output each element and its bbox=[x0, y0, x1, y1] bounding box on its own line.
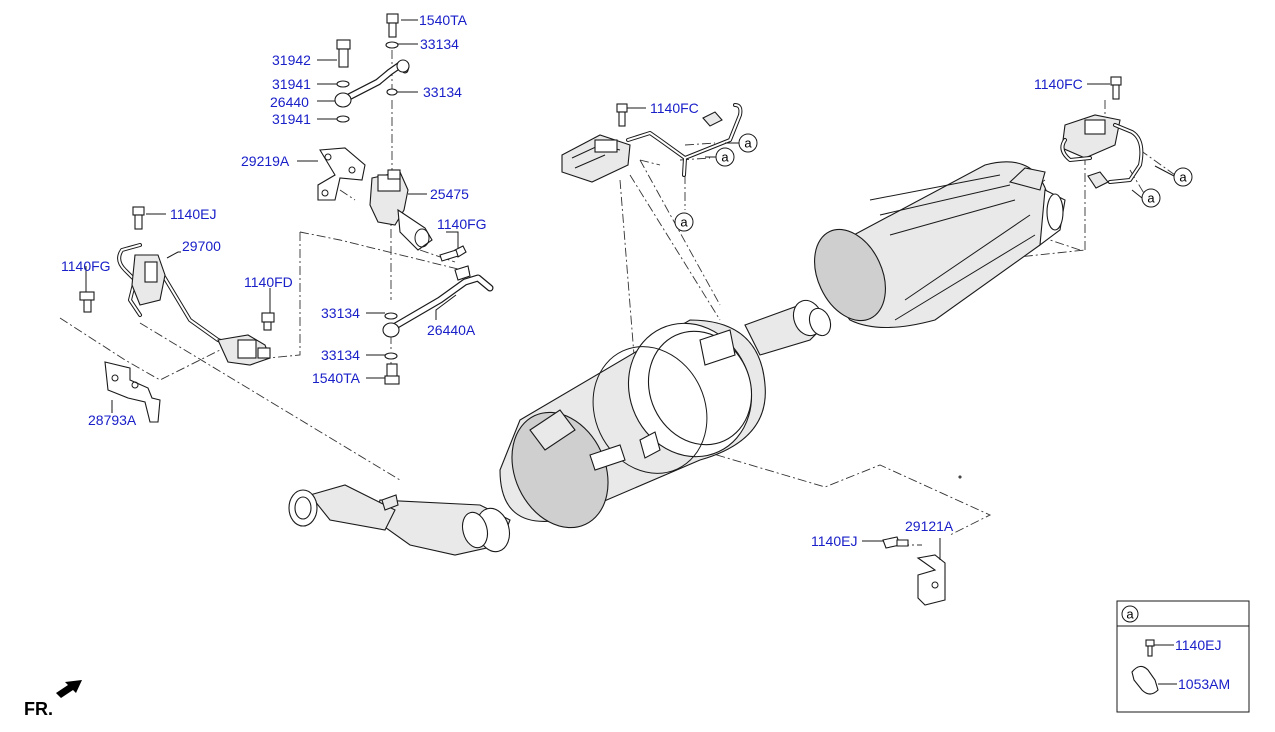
callout-33134-a: 33134 bbox=[420, 36, 459, 52]
bolt-icon bbox=[336, 39, 351, 50]
callout-29700: 29700 bbox=[182, 238, 221, 254]
callout-1140fd: 1140FD bbox=[244, 274, 293, 290]
legend-ref-circle-icon bbox=[1121, 605, 1139, 623]
legend-item-1053am: 1053AM bbox=[1178, 676, 1230, 692]
front-arrow-icon bbox=[56, 680, 82, 698]
sensor-probe bbox=[702, 111, 723, 127]
banjo-fitting bbox=[334, 92, 352, 108]
callout-28793a: 28793A bbox=[88, 412, 137, 428]
bracket-29121a bbox=[916, 554, 946, 606]
front-direction-indicator: FR. bbox=[24, 680, 82, 719]
washer-icon bbox=[336, 115, 350, 123]
center-sensor bbox=[561, 103, 743, 183]
callout-1140ej-left: 1140EJ bbox=[170, 206, 216, 222]
callout-33134-b: 33134 bbox=[423, 84, 462, 100]
callout-labels: 1540TA 33134 31942 31941 26440 33134 319… bbox=[61, 12, 1083, 549]
callout-1140fg-right: 1140FG bbox=[437, 216, 487, 232]
washer-icon bbox=[336, 80, 350, 88]
bolt-icon bbox=[616, 103, 628, 113]
callout-26440a: 26440A bbox=[427, 322, 476, 338]
ref-label: a bbox=[1179, 170, 1187, 185]
upper-pipe-assembly bbox=[317, 13, 494, 385]
washer-icon bbox=[384, 312, 398, 320]
ref-markers: a a a a a bbox=[674, 133, 1193, 232]
legend-ref-label: a bbox=[1126, 607, 1134, 622]
leader-lines bbox=[85, 19, 1175, 560]
washer-icon bbox=[385, 41, 399, 49]
sensor-probe bbox=[1087, 171, 1109, 189]
callout-1140fc-center: 1140FC bbox=[650, 100, 699, 116]
callout-29121a: 29121A bbox=[905, 518, 954, 534]
callout-1540ta-top: 1540TA bbox=[419, 12, 468, 28]
washer-icon bbox=[384, 352, 398, 360]
ref-label: a bbox=[680, 215, 688, 230]
exhaust-assembly bbox=[288, 161, 1066, 556]
ref-circle-icon bbox=[715, 147, 735, 167]
bolt-icon bbox=[1110, 76, 1122, 86]
clip-icon bbox=[1131, 665, 1159, 695]
callout-33134-c: 33134 bbox=[321, 305, 360, 321]
bolt-icon bbox=[386, 13, 399, 24]
ref-label: a bbox=[721, 150, 729, 165]
callout-31941-b: 31941 bbox=[272, 111, 311, 127]
callout-29219a: 29219A bbox=[241, 153, 290, 169]
callout-25475: 25475 bbox=[430, 186, 469, 202]
ref-circle-icon bbox=[1173, 167, 1193, 187]
callout-31942: 31942 bbox=[272, 52, 311, 68]
bolt-icon bbox=[132, 206, 145, 216]
scr-end-cap bbox=[814, 228, 886, 322]
callout-1540ta-bottom: 1540TA bbox=[312, 370, 361, 386]
right-sensor bbox=[1060, 76, 1144, 189]
callout-1140ej-bottom: 1140EJ bbox=[811, 533, 857, 549]
fr-label: FR. bbox=[24, 699, 53, 719]
bracket-28793a bbox=[104, 361, 161, 423]
callout-1140fc-right: 1140FC bbox=[1034, 76, 1083, 92]
callout-33134-d: 33134 bbox=[321, 347, 360, 363]
ref-circle-icon bbox=[674, 212, 694, 232]
bracket-29121a-group bbox=[882, 536, 946, 606]
callout-1140fg-left: 1140FG bbox=[61, 258, 111, 274]
scr-outlet-port bbox=[1046, 193, 1064, 231]
legend-item-1140ej: 1140EJ bbox=[1175, 637, 1221, 653]
callout-26440: 26440 bbox=[270, 94, 309, 110]
ref-circle-icon bbox=[738, 133, 758, 153]
bolt-icon bbox=[1145, 639, 1155, 647]
ref-circle-icon bbox=[1141, 188, 1161, 208]
bolt-icon bbox=[79, 291, 95, 301]
bolt-icon bbox=[261, 312, 275, 323]
bracket-29219a bbox=[317, 147, 366, 201]
left-harness bbox=[79, 206, 275, 423]
callout-31941-a: 31941 bbox=[272, 76, 311, 92]
ref-label: a bbox=[744, 136, 752, 151]
banjo-fitting bbox=[382, 322, 400, 338]
legend-box: a 1140EJ 1053AM bbox=[1116, 600, 1250, 713]
ref-label: a bbox=[1147, 191, 1155, 206]
washer-icon bbox=[386, 88, 398, 96]
